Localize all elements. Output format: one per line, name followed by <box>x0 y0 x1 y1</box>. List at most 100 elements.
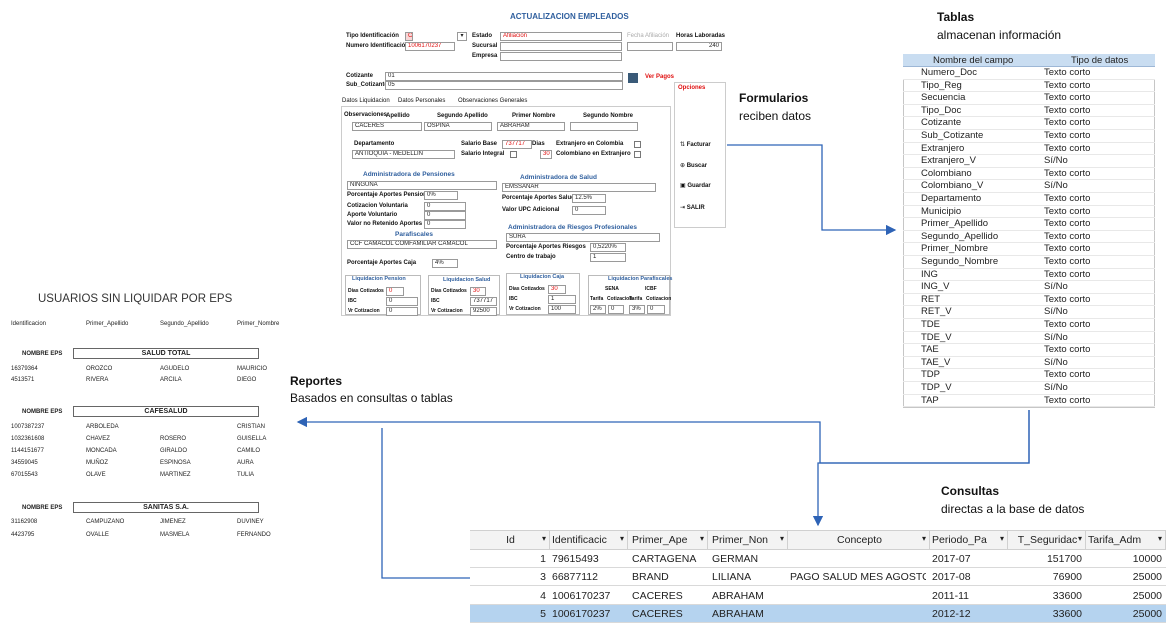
query-cell[interactable]: 2011-11 <box>932 589 969 602</box>
query-cell[interactable]: 25000 <box>1132 571 1162 584</box>
data-type-cell[interactable]: Texto corto <box>1044 268 1091 280</box>
query-row[interactable] <box>470 604 1166 623</box>
field-name-cell[interactable]: RET_V <box>921 306 952 318</box>
field-name-cell[interactable]: Secuencia <box>921 92 966 104</box>
field-name-cell[interactable]: Sub_Cotizante <box>921 130 984 141</box>
sena-cot-field[interactable]: 0 <box>608 305 624 314</box>
query-cell[interactable]: 25000 <box>1132 589 1162 602</box>
salir-button[interactable]: ⇥ SALIR <box>680 205 705 211</box>
field-name-cell[interactable]: Extranjero_V <box>921 155 976 167</box>
query-cell[interactable]: 2017-08 <box>932 571 971 584</box>
query-cell[interactable]: 4 <box>540 589 546 602</box>
guardar-button[interactable]: ▣ Guardar <box>680 183 711 189</box>
field-name-cell[interactable]: TDE <box>921 319 940 330</box>
query-cell[interactable]: 33600 <box>1052 589 1082 602</box>
data-type-cell[interactable]: Texto corto <box>1044 344 1091 356</box>
data-type-cell[interactable]: Sí/No <box>1044 306 1068 318</box>
sena-tarifa-field[interactable]: 2% <box>590 305 606 314</box>
query-header-cell[interactable]: Id <box>472 531 550 549</box>
icbf-tarifa-field[interactable]: 3% <box>629 305 645 314</box>
centro-trabajo-field[interactable]: 1 <box>590 253 626 262</box>
query-cell[interactable]: 2012-12 <box>932 607 971 620</box>
icbf-cot-field[interactable]: 0 <box>647 305 665 314</box>
data-type-cell[interactable]: Sí/No <box>1044 180 1068 192</box>
design-row[interactable]: TDP Texto corto <box>903 369 1155 382</box>
query-cell[interactable]: 5 <box>540 607 546 620</box>
data-type-cell[interactable]: Texto corto <box>1044 142 1091 154</box>
data-type-cell[interactable]: Sí/No <box>1044 356 1068 368</box>
query-cell[interactable]: 76900 <box>1052 571 1082 584</box>
design-row[interactable]: Colombiano Texto corto <box>903 168 1155 181</box>
pct-caja-field[interactable]: 4% <box>432 259 458 268</box>
query-cell[interactable]: CACERES <box>632 607 683 620</box>
field-name-cell[interactable]: Segundo_Apellido <box>921 230 999 242</box>
facturar-button[interactable]: ⇅ Facturar <box>680 142 711 148</box>
pensiones-field[interactable]: NINGUNA <box>347 181 497 190</box>
data-type-cell[interactable]: Texto corto <box>1044 193 1091 204</box>
riesgos-field[interactable]: SURA <box>506 233 660 242</box>
query-cell[interactable]: CACERES <box>632 589 683 602</box>
query-header-cell[interactable]: Periodo_Pa <box>932 531 1008 549</box>
query-cell[interactable]: GERMAN <box>712 553 759 565</box>
query-cell[interactable]: LILIANA <box>712 571 752 584</box>
data-type-cell[interactable]: Texto corto <box>1044 205 1091 217</box>
estado-field[interactable]: Afiliacion <box>500 32 622 41</box>
numero-identificacion-field[interactable]: 1006170237 <box>405 42 455 51</box>
query-cell[interactable]: 33600 <box>1052 607 1082 620</box>
cot-voluntaria-field[interactable]: 0 <box>424 202 466 211</box>
empresa-field[interactable] <box>500 52 622 61</box>
cotizante-field[interactable]: 01 <box>385 72 623 81</box>
salario-base-field[interactable]: 737717 <box>502 140 532 149</box>
sub-cotizante-field[interactable]: 05 <box>385 81 623 90</box>
query-cell[interactable]: 2017-07 <box>932 553 971 565</box>
extranjero-checkbox[interactable] <box>634 141 641 148</box>
query-cell[interactable]: 151700 <box>1046 553 1082 565</box>
chevron-down-icon[interactable]: ▾ <box>1078 534 1083 543</box>
ls-dias-field[interactable]: 30 <box>470 287 486 296</box>
sucursal-field[interactable] <box>500 42 622 51</box>
pct-riesgos-field[interactable]: 0,5220% <box>590 243 626 252</box>
query-cell[interactable]: BRAND <box>632 571 669 584</box>
data-type-cell[interactable]: Sí/No <box>1044 281 1068 293</box>
query-cell[interactable]: 1 <box>540 553 546 565</box>
data-type-cell[interactable]: Texto corto <box>1044 230 1091 242</box>
field-name-cell[interactable]: Colombiano <box>921 167 972 179</box>
field-name-cell[interactable]: Numero_Doc <box>921 67 977 78</box>
lc-dias-field[interactable]: 30 <box>548 285 566 294</box>
data-type-cell[interactable]: Texto corto <box>1044 117 1091 129</box>
colombiano-checkbox[interactable] <box>634 151 641 158</box>
data-type-cell[interactable]: Texto corto <box>1044 167 1091 179</box>
tab-observaciones[interactable]: Observaciones Generales <box>458 98 528 104</box>
salud-field[interactable]: EMSSANAR <box>502 183 656 192</box>
lp-vr-field[interactable]: 0 <box>386 307 418 316</box>
field-name-cell[interactable]: TDP <box>921 369 940 381</box>
lp-ibc-field[interactable]: 0 <box>386 297 418 306</box>
query-cell[interactable]: 25000 <box>1132 607 1162 620</box>
field-name-cell[interactable]: ING <box>921 268 938 280</box>
segundo-nombre-field[interactable] <box>570 122 638 131</box>
query-header-cell[interactable]: Primer_Ape <box>632 531 708 549</box>
query-cell[interactable]: 1006170237 <box>552 607 611 620</box>
query-header-cell[interactable]: Concepto <box>790 531 930 549</box>
pct-salud-field[interactable]: 12.5% <box>572 194 606 203</box>
data-type-cell[interactable]: Texto corto <box>1044 369 1091 381</box>
data-type-cell[interactable]: Sí/No <box>1044 155 1068 167</box>
fecha-afiliacion-field[interactable] <box>627 42 673 51</box>
design-row[interactable]: ING Texto corto <box>903 269 1155 282</box>
query-cell[interactable]: 1006170237 <box>552 589 611 602</box>
data-type-cell[interactable]: Sí/No <box>1044 331 1068 343</box>
data-type-cell[interactable]: Texto corto <box>1044 104 1091 116</box>
field-name-cell[interactable]: Primer_Apellido <box>921 218 989 230</box>
query-row[interactable] <box>470 587 1166 605</box>
